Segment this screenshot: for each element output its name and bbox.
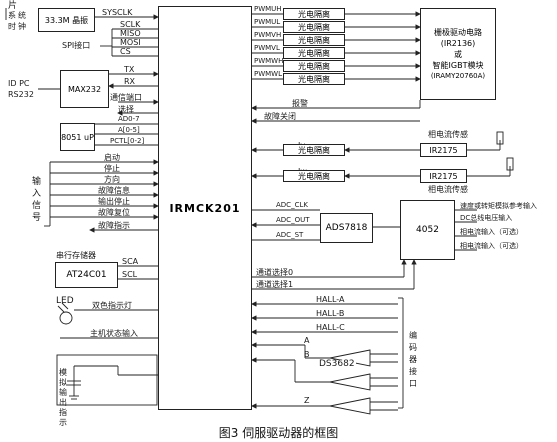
spi-label: SPI接口: [62, 41, 91, 50]
input-start: 启动: [104, 153, 120, 162]
led-label: LED: [56, 296, 74, 306]
input-signals-label: 输入信号: [32, 177, 42, 223]
pwm-uh-signal: PWMUH: [254, 5, 282, 13]
fault-shutdown-signal: 故障关闭: [264, 112, 296, 121]
spi-miso-signal: MISO: [120, 29, 141, 38]
opto-isolator-iw: 光电隔离: [283, 170, 345, 182]
encoder-b-signal: B: [304, 350, 310, 359]
pwm-ul-signal: PWMUL: [254, 18, 281, 26]
input-fault-reset: 故障复位: [98, 208, 130, 217]
opto-isolator-iv: 光电隔离: [283, 144, 345, 156]
analog-input-2: DC总线电压输入: [460, 214, 513, 222]
spi-sclk-signal: SCLK: [120, 20, 141, 29]
opto-isolator-vl: 光电隔离: [283, 47, 345, 59]
sysclk-signal: SYSCLK: [102, 8, 133, 17]
opto-isolator-vh: 光电隔离: [283, 34, 345, 46]
input-stop: 停止: [104, 164, 120, 173]
analog-output-label: 模拟输出指示: [59, 368, 67, 427]
alarm-signal: 报警: [292, 99, 308, 108]
analog-input-4: 相电流输入（可选）: [460, 242, 523, 250]
gate-driver-line5: (IRAMY20760A): [430, 71, 486, 80]
ir2175-chip-w: IR2175: [420, 169, 467, 183]
adc-st-signal: ADC_ST: [276, 231, 304, 239]
ds3682-label: DS3682: [318, 359, 356, 369]
ir2175-v-label: IR2175: [429, 145, 458, 155]
input-direction: 方向: [104, 175, 120, 184]
eeprom-chip-label: AT24C01: [66, 270, 107, 280]
pwm-vh-signal: PWMVH: [254, 31, 282, 39]
pwm-vl-signal: PWMVL: [254, 44, 280, 52]
mux-select-1: 通道选择1: [256, 280, 294, 289]
opto-isolator-wl: 光电隔离: [283, 73, 345, 85]
adc-chip: ADS7818: [320, 213, 373, 243]
current-sense-label-1: 相电流传感: [428, 130, 468, 139]
mux-select-0: 通道选择0: [256, 268, 294, 277]
pwm-wl-signal: PWMWL: [254, 70, 283, 78]
system-clock-label: 系统时钟: [8, 11, 28, 31]
hall-b-signal: HALL-B: [316, 309, 345, 318]
hall-a-signal: HALL-A: [316, 295, 345, 304]
comm-select-label: 选择: [118, 105, 134, 114]
spi-cs-signal: CS: [120, 47, 131, 56]
figure-caption: 图3 伺服驱动器的框图: [218, 426, 339, 440]
encoder-z-signal: Z: [304, 396, 310, 405]
mcu-8051-chip: 8051 uP: [60, 123, 95, 151]
main-controller-label: IRMCK201: [169, 201, 241, 215]
eeprom-label: 串行存储器: [56, 251, 96, 260]
ir2175-chip-v: IR2175: [420, 143, 467, 157]
ir2175-w-label: IR2175: [429, 171, 458, 181]
max232-chip: MAX232: [60, 70, 109, 108]
mcu-pctl-signal: PCTL[0-2]: [110, 137, 145, 145]
mux-chip: 4052: [400, 200, 455, 260]
current-sense-label-2: 相电流传感: [428, 185, 468, 194]
crystal-oscillator-label: 33.3M 晶振: [44, 15, 89, 25]
tx-signal: TX: [124, 65, 135, 74]
analog-input-1: 速度或转矩模拟参考输入: [460, 202, 537, 210]
adc-out-signal: ADC_OUT: [276, 216, 310, 224]
hall-c-signal: HALL-C: [316, 323, 345, 332]
gate-driver-line4: 智能IGBT模块: [432, 60, 484, 70]
comm-port-label: 通信端口: [110, 93, 142, 102]
pwm-wh-signal: PWMWH: [254, 57, 284, 65]
adc-chip-label: ADS7818: [325, 223, 368, 233]
encoder-interface-label: 编码器接口: [409, 331, 417, 388]
mcu-8051-label: 8051 uP: [61, 132, 94, 142]
mcu-ad-signal: AD0-7: [118, 115, 140, 123]
led-signal: 双色指示灯: [92, 301, 132, 310]
rx-signal: RX: [124, 77, 136, 86]
adc-clk-signal: ADC_CLK: [276, 201, 308, 209]
main-controller-chip: IRMCK201: [158, 6, 252, 410]
eeprom-chip: AT24C01: [55, 262, 118, 288]
mcu-a-signal: A[0-5]: [118, 126, 140, 134]
opto-isolator-ul: 光电隔离: [283, 21, 345, 33]
gate-driver-line2: (IR2136): [440, 38, 476, 48]
host-status-label: 主机状态输入: [90, 329, 138, 338]
encoder-a-signal: A: [304, 336, 310, 345]
crystal-oscillator-box: 33.3M 晶振: [38, 8, 95, 32]
gate-driver-line1: 栅极驱动电路: [434, 27, 482, 37]
input-output-stop: 输出停止: [98, 197, 130, 206]
gate-driver-line3: 或: [454, 49, 462, 59]
opto-isolator-uh: 光电隔离: [283, 8, 345, 20]
input-fault-info: 故障信息: [98, 186, 130, 195]
corner-mark: 片: [8, 1, 18, 11]
rs232-port-label: ID PC RS232: [8, 79, 34, 99]
spi-mosi-signal: MOSI: [120, 38, 141, 47]
analog-input-3: 相电流输入（可选）: [460, 228, 523, 236]
eeprom-sca-signal: SCA: [122, 257, 139, 266]
mux-chip-label: 4052: [416, 225, 439, 235]
fault-indicator-label: 故障指示: [98, 221, 130, 230]
max232-label: MAX232: [67, 84, 102, 94]
opto-isolator-wh: 光电隔离: [283, 60, 345, 72]
eeprom-scl-signal: SCL: [122, 270, 138, 279]
gate-driver-block: 栅极驱动电路 (IR2136) 或 智能IGBT模块 (IRAMY20760A): [420, 8, 496, 100]
